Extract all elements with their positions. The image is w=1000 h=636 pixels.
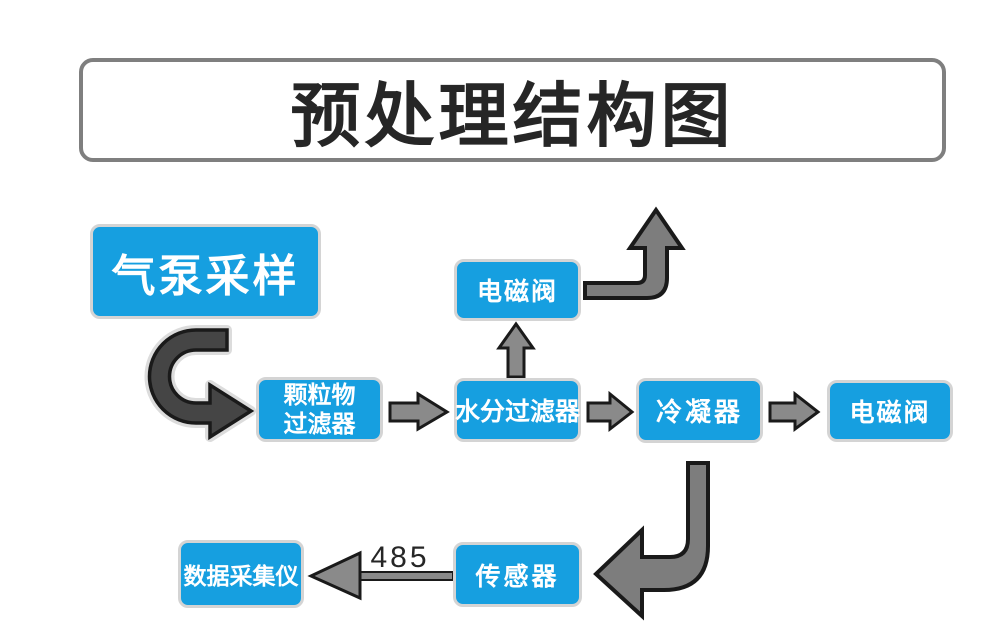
node-air-pump-sampling-label: 气泵采样 <box>111 251 300 301</box>
node-condenser: 冷凝器 <box>636 378 763 443</box>
node-solenoid-valve-top-label: 电磁阀 <box>476 278 558 306</box>
bus-485-arrowhead <box>307 550 362 601</box>
node-moisture-filter: 水分过滤器 <box>454 378 581 442</box>
page-title: 预处理结构图 <box>290 76 735 155</box>
arrow-moisture-to-condenser <box>586 390 635 433</box>
node-particulate-filter-label-line2: 过滤器 <box>283 410 356 438</box>
elbow-arrow-solenoid-exhaust <box>583 206 686 300</box>
node-data-collector: 数据采集仪 <box>178 540 304 608</box>
bus-485-label: 485 <box>370 541 430 574</box>
node-sensor: 传感器 <box>453 542 582 607</box>
node-air-pump-sampling: 气泵采样 <box>90 224 321 319</box>
elbow-arrow-condenser-to-sensor <box>593 461 710 621</box>
arrow-moisture-to-solenoid <box>496 321 536 379</box>
node-data-collector-label: 数据采集仪 <box>183 563 299 589</box>
node-particulate-filter: 颗粒物 过滤器 <box>256 377 383 442</box>
arrow-particulate-to-moisture <box>388 391 450 432</box>
node-solenoid-valve-right: 电磁阀 <box>827 380 953 442</box>
curved-arrow-pump-to-particulate <box>147 328 255 441</box>
node-condenser-label: 冷凝器 <box>655 397 743 427</box>
node-solenoid-valve-top: 电磁阀 <box>454 259 581 321</box>
node-moisture-filter-label: 水分过滤器 <box>455 398 581 426</box>
node-solenoid-valve-right-label: 电磁阀 <box>849 399 931 427</box>
node-sensor-label: 传感器 <box>475 562 560 591</box>
title-box: 预处理结构图 <box>79 58 946 162</box>
arrow-condenser-to-solenoid <box>768 390 821 432</box>
node-particulate-filter-label-line1: 颗粒物 <box>283 381 356 409</box>
